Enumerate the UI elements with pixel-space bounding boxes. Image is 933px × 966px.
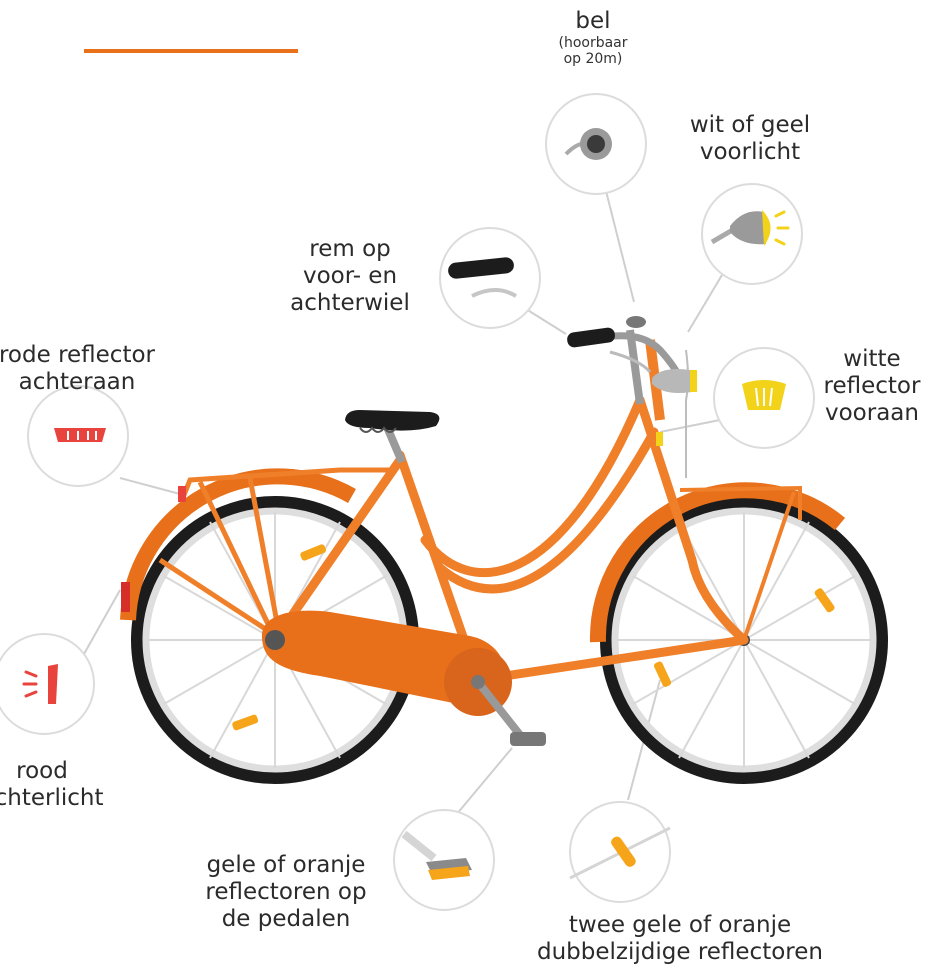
label-rear-light-1: rood [0, 758, 108, 785]
pedal [510, 732, 546, 746]
rear-spoke-reflector-top [299, 543, 326, 561]
label-pedal-reflectors-2: reflectoren op [186, 879, 386, 906]
label-brake: rem op voor- en achterwiel [280, 236, 420, 317]
label-brake-3: achterwiel [280, 290, 420, 317]
label-bell-sub-2: op 20m) [538, 51, 648, 67]
label-pedal-reflectors-3: de pedalen [186, 906, 386, 933]
front-spoke-reflector-left [653, 661, 672, 688]
label-red-rear-reflector-2: achteraan [0, 369, 172, 396]
label-wheel-reflectors: twee gele of oranje dubbelzijdige reflec… [500, 912, 860, 966]
label-wheel-reflectors-1: twee gele of oranje [500, 912, 860, 939]
leader-bell [604, 183, 634, 302]
brake-icon [438, 226, 542, 330]
handlebar [566, 316, 688, 478]
label-white-front-reflector-1: witte [812, 346, 932, 373]
label-front-light: wit of geel voorlicht [660, 112, 840, 166]
label-pedal-reflectors-1: gele of oranje [186, 852, 386, 879]
label-brake-1: rem op [280, 236, 420, 263]
rear-spoke-reflector-bottom [231, 714, 259, 731]
saddle [345, 410, 439, 431]
label-rear-light: rood achterlicht [0, 758, 108, 812]
label-white-front-reflector-3: vooraan [812, 400, 932, 427]
leader-white-reflector [660, 420, 720, 432]
label-red-rear-reflector: rode reflector achteraan [0, 342, 172, 396]
front-spoke-reflector-right [813, 587, 835, 613]
label-white-front-reflector: witte reflector vooraan [812, 346, 932, 427]
label-brake-2: voor- en [280, 263, 420, 290]
spoke-reflector-icon [568, 800, 672, 904]
bell-icon [544, 92, 648, 196]
label-bell-sub-1: (hoorbaar [538, 35, 648, 51]
rear-light-icon [0, 632, 104, 736]
label-front-light-1: wit of geel [660, 112, 840, 139]
red-reflector-icon [26, 384, 130, 488]
label-white-front-reflector-2: reflector [812, 373, 932, 400]
label-bell: bel (hoorbaar op 20m) [538, 8, 648, 67]
bike-rear-light [121, 582, 130, 612]
label-front-light-2: voorlicht [660, 139, 840, 166]
bike-rear-reflector [178, 486, 186, 502]
label-pedal-reflectors: gele of oranje reflectoren op de pedalen [186, 852, 386, 933]
leader-pedal [456, 748, 512, 815]
label-rear-light-2: achterlicht [0, 785, 108, 812]
label-red-rear-reflector-1: rode reflector [0, 342, 172, 369]
white-reflector-icon [712, 346, 816, 450]
pedal-icon [392, 808, 496, 912]
bike-front-reflector [656, 432, 663, 446]
front-light-icon [700, 182, 804, 286]
label-bell-title: bel [538, 8, 648, 35]
